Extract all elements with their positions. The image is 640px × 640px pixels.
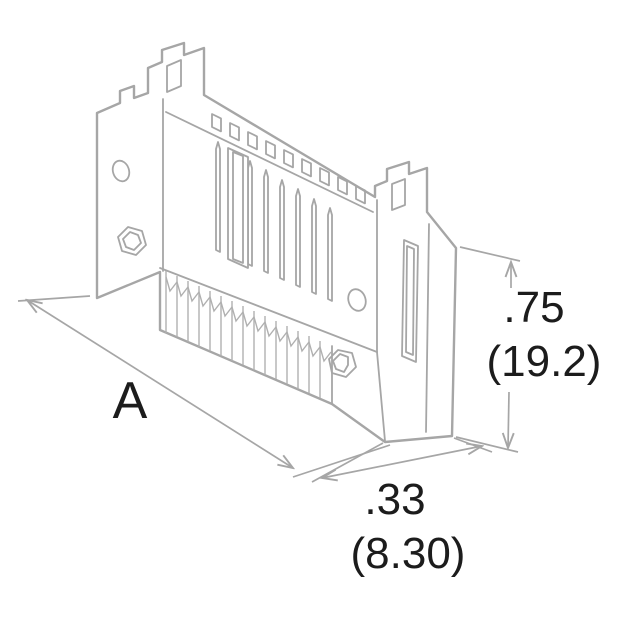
dimension-height-inches: .75: [503, 283, 564, 332]
hex-recess-left-outer: [117, 226, 147, 256]
top-pin-slots: [211, 113, 366, 205]
shroud-top-edge: [165, 111, 374, 213]
dim-height-line-bottom: [508, 391, 509, 448]
right-latch-channel: [401, 239, 419, 363]
dim-a-extension-right: [292, 444, 391, 478]
hex-recess-right-inner: [332, 353, 349, 373]
right-latch-tower-slot: [391, 178, 406, 211]
dimension-a-label: A: [113, 372, 148, 430]
right-block-front-right-edge: [425, 223, 430, 433]
dimension-annotations: A .33 (8.30) .75 (19.2): [17, 246, 602, 578]
hex-recess-right-outer: [328, 349, 357, 378]
right-latch-channel-inner: [405, 245, 415, 356]
connector-figure: [95, 41, 458, 444]
center-key-slot-inner: [232, 151, 244, 264]
dim-height-extension-top: [459, 246, 521, 262]
dim-a-line: [27, 300, 293, 468]
left-latch-tower-slot: [166, 59, 182, 93]
dim-width-line: [322, 446, 482, 478]
dimension-width-mm: (8.30): [351, 529, 466, 578]
mounting-hole-right: [347, 288, 367, 312]
right-block-bottom-left-edge: [376, 351, 386, 442]
mounting-hole-left: [111, 159, 131, 183]
hex-recess-left-inner: [122, 231, 142, 251]
dimension-height-mm: (19.2): [487, 337, 602, 386]
connector-body-outline: [95, 41, 458, 444]
dimension-width-inches: .33: [364, 475, 425, 524]
center-key-slot: [227, 147, 249, 269]
